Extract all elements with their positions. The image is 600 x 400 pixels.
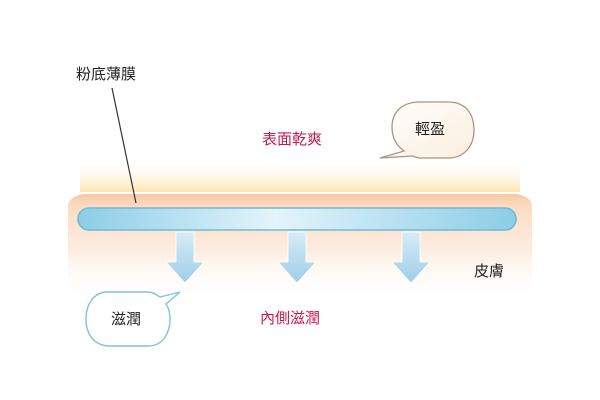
inner-moist-label: 內側滋潤 xyxy=(260,309,321,327)
light-speech-bubble xyxy=(379,101,475,159)
moist-speech-bubble xyxy=(85,291,181,347)
surface-dry-label: 表面乾爽 xyxy=(262,130,323,148)
film-leader-line xyxy=(111,87,137,204)
moisture-arrow-right xyxy=(391,231,431,284)
moisture-arrow-center xyxy=(277,231,317,284)
light-bubble-text: 輕盈 xyxy=(415,120,446,138)
moisture-arrow-left xyxy=(165,231,205,284)
surface-glow xyxy=(80,158,520,192)
foundation-film-label: 粉底薄膜 xyxy=(76,65,137,83)
moist-bubble-text: 滋潤 xyxy=(111,310,142,328)
foundation-film-band xyxy=(77,207,517,231)
skin-label: 皮膚 xyxy=(474,262,505,280)
